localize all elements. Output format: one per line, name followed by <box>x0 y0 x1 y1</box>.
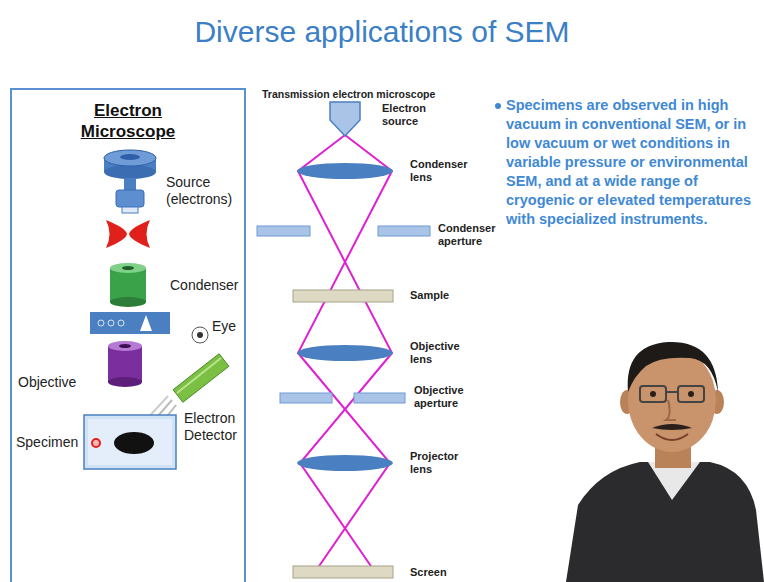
panel-heading: Electron Microscope <box>63 100 193 143</box>
part-label: Condenser aperture <box>438 222 500 247</box>
part-label: Projector lens <box>410 450 472 475</box>
plate-dot <box>118 320 124 326</box>
gun-neck <box>124 178 136 190</box>
part-label: Electron source <box>382 102 444 127</box>
electron-source-symbol <box>330 102 360 136</box>
part-label: Source (electrons) <box>166 174 240 208</box>
condenser-bottom <box>110 297 146 307</box>
objective-top <box>108 341 142 351</box>
part-label: Screen <box>410 566 447 579</box>
lens-half <box>106 220 127 248</box>
objective-hole <box>119 344 131 348</box>
schematic-title: Transmission electron microscope <box>262 88 435 100</box>
part-label: Objective <box>18 374 76 391</box>
slide-title: Diverse applications of SEM <box>0 14 764 50</box>
eye <box>650 391 656 397</box>
projector-lens-symbol <box>297 455 393 471</box>
ray <box>298 135 392 572</box>
part-label: Objective lens <box>410 340 472 365</box>
condenser-symbol <box>110 263 146 307</box>
part-label: Specimen <box>16 434 78 451</box>
gun-tip <box>122 207 138 213</box>
objective-lens-symbol <box>297 345 393 361</box>
hair <box>628 342 718 392</box>
bullet-text: Specimens are observed in high vacuum in… <box>506 96 758 229</box>
gun-top <box>104 150 156 166</box>
smile <box>656 434 688 440</box>
eye-symbol <box>192 327 208 343</box>
plate-arrow <box>140 315 152 331</box>
eye <box>688 391 694 397</box>
condenser-body <box>110 268 146 302</box>
aperture-plate <box>257 226 310 236</box>
part-label: Eye <box>212 318 236 335</box>
sample-slide <box>293 290 393 302</box>
plate-dot <box>98 320 104 326</box>
part-label: Sample <box>410 289 449 302</box>
part-label: Objective aperture <box>414 384 476 409</box>
presenter-figure <box>566 342 764 582</box>
glasses <box>678 386 704 402</box>
detector-tube <box>173 354 229 403</box>
condenser-top <box>110 263 146 273</box>
objective-bottom <box>108 377 142 387</box>
tem-rays <box>298 135 392 572</box>
glasses <box>640 386 666 402</box>
aperture-plate <box>378 226 430 236</box>
aperture-plate <box>280 393 332 403</box>
eye-outline <box>192 327 208 343</box>
electron-gun <box>104 150 156 213</box>
gun-cylinder <box>116 190 144 207</box>
condenser-lens-symbol <box>297 163 393 179</box>
shirt <box>566 462 764 582</box>
glasses-bridge <box>666 391 678 393</box>
aperture-plate <box>354 393 405 403</box>
stage-inner <box>88 419 172 465</box>
ray <box>298 135 392 572</box>
specimen-dot <box>92 439 100 447</box>
specimen-hole <box>114 432 154 454</box>
objective-body <box>108 346 142 382</box>
part-label: Electron Detector <box>184 410 242 444</box>
objective-symbol <box>108 341 142 387</box>
condenser-hole <box>122 266 134 270</box>
panel-box: Electron Microscope <box>10 88 246 582</box>
part-label: Condenser lens <box>410 158 472 183</box>
scan-plate <box>90 312 170 334</box>
bullet-dot <box>495 103 501 109</box>
plate <box>90 312 170 334</box>
specimen-stage <box>84 415 176 469</box>
tube-body <box>173 354 229 403</box>
moustache <box>652 424 692 430</box>
magnetic-lens <box>106 220 150 248</box>
plate-dot <box>108 320 114 326</box>
nose <box>666 400 676 420</box>
lens-half <box>129 220 150 248</box>
part-label: Condenser <box>170 277 239 294</box>
eye-pupil <box>197 332 203 338</box>
gun-base <box>104 165 156 179</box>
gun-knob <box>120 154 140 160</box>
tube-shine <box>177 358 221 393</box>
stage-box <box>84 415 176 469</box>
screen-plate <box>293 566 393 578</box>
